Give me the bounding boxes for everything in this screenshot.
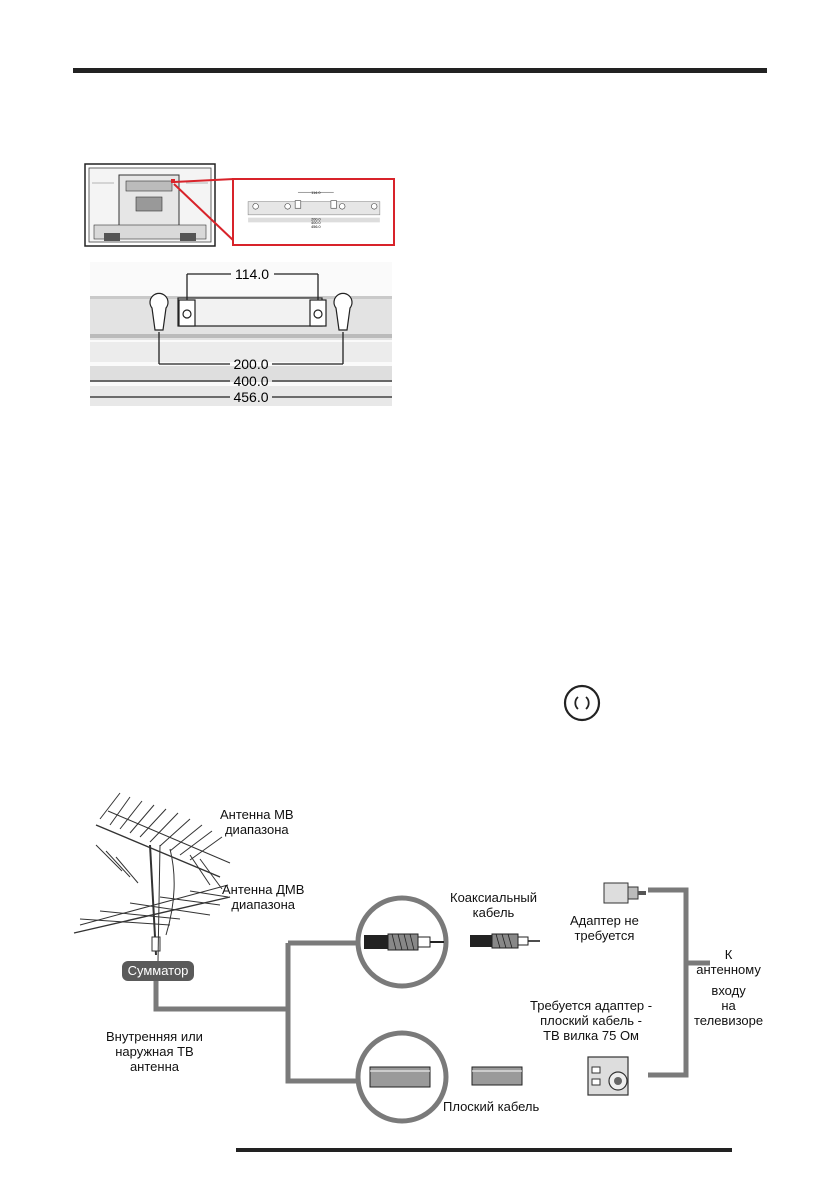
adapter-required-label: Требуется адаптер -плоский кабель -ТВ ви… bbox=[530, 998, 653, 1043]
thumb-dim-200: 200.0 bbox=[311, 217, 320, 221]
flat-cable-label: Плоский кабель bbox=[443, 1099, 540, 1114]
callout-leader bbox=[173, 178, 235, 242]
dim-114: 114.0 bbox=[235, 266, 269, 282]
thumb-dim-400: 400.0 bbox=[311, 221, 320, 225]
power-icon bbox=[563, 684, 601, 722]
mount-callout-box: 114.0 200.0 400.0 456.0 bbox=[232, 178, 395, 246]
thumb-dim-114: 114.0 bbox=[311, 191, 320, 195]
dim-456: 456.0 bbox=[233, 389, 268, 405]
summator-label: Сумматор bbox=[122, 961, 194, 981]
dim-400: 400.0 bbox=[233, 373, 268, 389]
tv-back-thumbnail bbox=[84, 163, 216, 247]
dim-200: 200.0 bbox=[233, 356, 268, 372]
mount-zoom-drawing: 114.0 200.0 400.0 456.0 bbox=[90, 262, 392, 406]
footer-rule bbox=[236, 1148, 732, 1152]
thumb-dim-456: 456.0 bbox=[311, 225, 320, 229]
header-rule bbox=[73, 68, 767, 73]
diagram-graphics bbox=[73, 792, 710, 1124]
